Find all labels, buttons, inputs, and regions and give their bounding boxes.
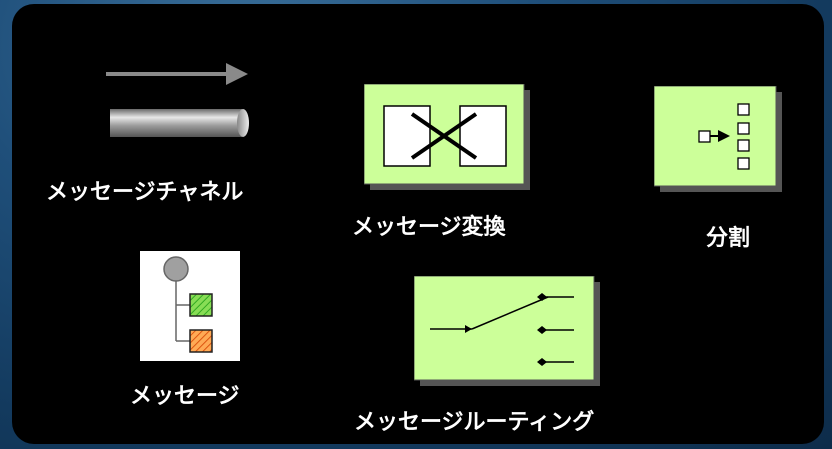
message-translator-label: メッセージ変換 (352, 215, 506, 240)
message-router-label: メッセージルーティング (354, 410, 595, 435)
message-router-icon (414, 276, 600, 386)
diagram-panel: メッセージチャネル メッセージ変換 分割 (12, 4, 824, 444)
message-translator-icon (364, 84, 530, 190)
message-channel-label: メッセージチャネル (46, 180, 244, 205)
message-label: メッセージ (130, 384, 240, 409)
message-icon (140, 251, 240, 361)
splitter-icon (654, 86, 782, 192)
splitter-label: 分割 (706, 226, 751, 251)
message-channel-icon (106, 63, 249, 137)
